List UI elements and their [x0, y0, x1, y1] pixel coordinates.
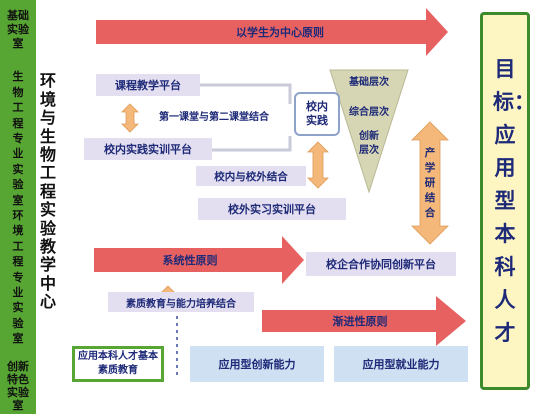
offcampus-internship-platform: 校外实习实训平台	[198, 198, 346, 220]
goal-label: 目标：应用型本科人才	[493, 56, 535, 345]
arrow-progressive-label: 渐进性原则	[332, 315, 388, 328]
left-top-label: 基础实验室	[7, 9, 29, 50]
funnel-level-innovative: 创新层次	[359, 131, 379, 156]
course-teaching-platform: 课程教学平台	[96, 74, 200, 96]
arrow-systematic	[94, 236, 304, 284]
arrow-student-centered-label: 以学生为中心原则	[236, 26, 324, 39]
double-arrow-first-second	[121, 103, 139, 133]
industry-research-label: 产学研结合	[424, 146, 436, 219]
double-arrow-campus	[307, 141, 329, 189]
left-middle-label: 生物工程专业实验室环境工程专业实验室	[12, 70, 24, 346]
first-second-class-label: 第一课堂与第二课堂结合	[159, 111, 269, 123]
goal-panel	[480, 12, 530, 390]
employment-ability-box: 应用型就业能力	[334, 346, 468, 382]
enterprise-cooperation-platform: 校企合作协同创新平台	[306, 252, 456, 276]
innovation-ability-box: 应用型创新能力	[190, 346, 324, 382]
quality-ability-label: 素质教育与能力培养结合	[108, 292, 254, 312]
inside-outside-label: 校内与校外结合	[196, 166, 306, 186]
left-column	[0, 0, 36, 414]
double-arrow-industry	[411, 121, 449, 245]
left-bottom-label: 创新特色实验室	[7, 360, 29, 412]
funnel-level-comprehensive: 综合层次	[349, 106, 389, 118]
funnel-level-basic: 基础层次	[349, 76, 389, 88]
campus-practice-training-platform: 校内实践实训平台	[84, 138, 212, 160]
funnel-triangle	[329, 69, 409, 194]
arrow-progressive	[262, 296, 466, 346]
arrow-systematic-label: 系统性原则	[162, 254, 218, 267]
basic-quality-box: 应用本科人才基本素质教育	[72, 346, 164, 382]
center-title: 环境与生物工程实验教学中心	[39, 71, 56, 312]
arrow-student-centered	[96, 8, 448, 56]
campus-practice-box: 校内实践	[294, 92, 340, 136]
